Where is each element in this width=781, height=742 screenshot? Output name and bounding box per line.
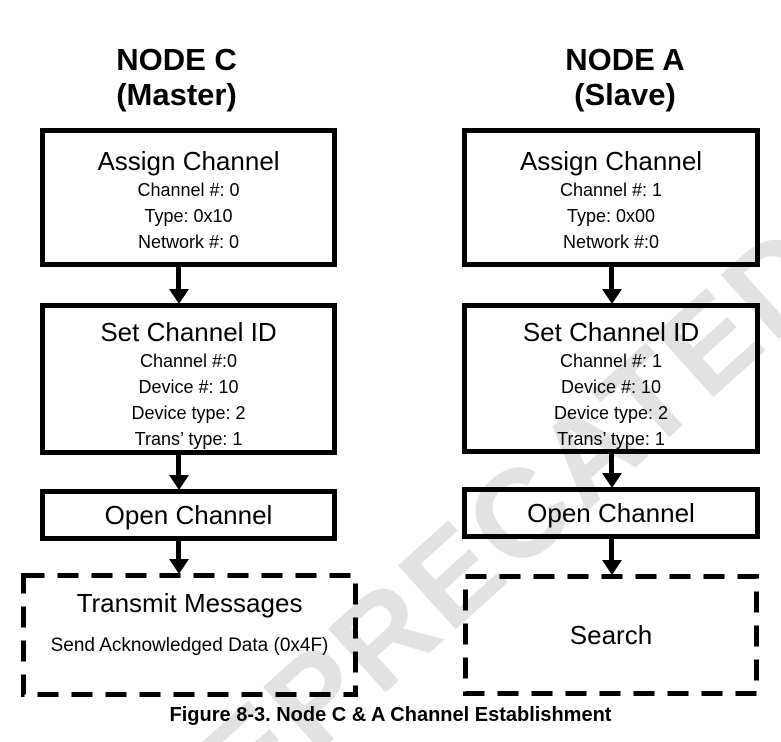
box-title: Assign Channel bbox=[519, 146, 703, 176]
node-c-set-channel-id-box: Set Channel ID Channel #:0 Device #: 10 … bbox=[40, 303, 337, 455]
arrow-shaft bbox=[176, 540, 181, 559]
box-line: Device #: 10 bbox=[560, 377, 662, 397]
node-c-open-channel-box: Open Channel bbox=[40, 489, 337, 541]
down-arrow bbox=[601, 453, 622, 488]
box-line: Channel #: 0 bbox=[137, 180, 240, 200]
box-title: Open Channel bbox=[104, 500, 273, 530]
arrow-shaft bbox=[176, 266, 181, 289]
node-a-role: (Slave) bbox=[574, 77, 676, 112]
down-arrow bbox=[168, 454, 189, 490]
node-c-title: NODE C bbox=[116, 42, 237, 77]
node-a-header: NODE A (Slave) bbox=[476, 42, 774, 112]
figure-caption: Figure 8-3. Node C & A Channel Establish… bbox=[169, 704, 612, 726]
box-line: Device type: 2 bbox=[553, 403, 669, 423]
arrow-head bbox=[601, 473, 622, 488]
box-title: Assign Channel bbox=[97, 146, 280, 176]
arrow-head bbox=[168, 289, 189, 304]
dashed-border bbox=[463, 574, 759, 696]
down-arrow bbox=[601, 538, 622, 575]
box-line: Device #: 10 bbox=[138, 377, 239, 397]
box-title: Search bbox=[569, 619, 653, 650]
node-c-assign-channel-box: Assign Channel Channel #: 0 Type: 0x10 N… bbox=[40, 128, 337, 267]
node-a-search-box: Search bbox=[463, 574, 759, 696]
box-line: Trans’ type: 1 bbox=[134, 429, 243, 449]
node-a-open-channel-box: Open Channel bbox=[462, 487, 760, 539]
arrow-shaft bbox=[176, 454, 181, 475]
node-c-header: NODE C (Master) bbox=[28, 42, 325, 112]
node-a-set-channel-id-box: Set Channel ID Channel #: 1 Device #: 10… bbox=[462, 303, 760, 454]
arrow-head bbox=[601, 289, 622, 304]
dashed-border bbox=[21, 573, 358, 697]
box-line: Type: 0x00 bbox=[566, 206, 656, 226]
box-line: Trans’ type: 1 bbox=[557, 429, 665, 449]
box-line: Device type: 2 bbox=[131, 403, 246, 423]
box-line: Type: 0x10 bbox=[144, 206, 233, 226]
arrow-shaft bbox=[609, 266, 614, 289]
node-c-transmit-messages-box: Transmit Messages Send Acknowledged Data… bbox=[21, 573, 358, 697]
arrow-head bbox=[168, 475, 189, 490]
box-line: Channel #: 1 bbox=[559, 351, 663, 371]
box-title: Set Channel ID bbox=[522, 317, 700, 347]
down-arrow bbox=[168, 266, 189, 304]
arrow-head bbox=[168, 559, 189, 574]
box-detail: Send Acknowledged Data (0x4F) bbox=[50, 635, 329, 656]
box-line: Channel #: 1 bbox=[559, 180, 663, 200]
box-title: Open Channel bbox=[527, 498, 695, 528]
arrow-shaft bbox=[609, 453, 614, 473]
node-a-title: NODE A bbox=[565, 42, 685, 77]
arrow-shaft bbox=[609, 538, 614, 560]
box-line: Channel #:0 bbox=[139, 351, 238, 371]
box-line: Network #: 0 bbox=[137, 232, 240, 252]
box-title: Set Channel ID bbox=[100, 317, 277, 347]
node-a-assign-channel-box: Assign Channel Channel #: 1 Type: 0x00 N… bbox=[462, 128, 760, 267]
down-arrow bbox=[168, 540, 189, 574]
node-c-role: (Master) bbox=[116, 77, 237, 112]
down-arrow bbox=[601, 266, 622, 304]
box-title: Transmit Messages bbox=[76, 588, 303, 618]
box-line: Network #:0 bbox=[562, 232, 660, 252]
arrow-head bbox=[601, 560, 622, 575]
